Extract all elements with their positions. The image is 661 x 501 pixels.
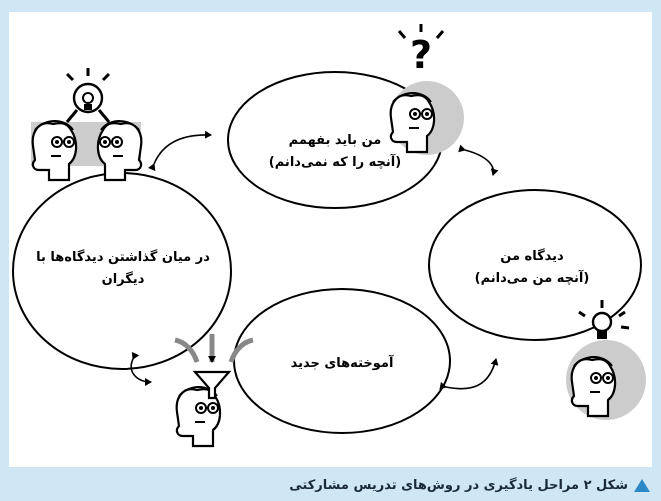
arrow-share-newlearning bbox=[130, 351, 152, 386]
node-share-views-line2: دیگران bbox=[101, 272, 145, 287]
arrow-understand-myview bbox=[458, 144, 499, 176]
node-understand-label: من باید بفهمم (آنچه را که نمی‌دانم) bbox=[249, 130, 421, 174]
node-understand-line2: (آنچه را که نمی‌دانم) bbox=[268, 155, 402, 170]
node-my-view-label: دیدگاه من (آنچه من می‌دانم) bbox=[457, 246, 607, 290]
diagram-canvas: ? bbox=[9, 12, 652, 467]
node-share-views-line1: در میان گذاشتن دیدگاه‌ها با bbox=[36, 250, 210, 265]
question-head-icon: ? bbox=[389, 24, 464, 155]
funnel-head-icon bbox=[174, 334, 254, 448]
node-new-learning-label: آموخته‌های جدید bbox=[271, 353, 413, 375]
arrow-newlearning-myview bbox=[439, 358, 499, 390]
ellipse-my-view bbox=[428, 189, 642, 341]
node-new-learning-line1: آموخته‌های جدید bbox=[290, 356, 394, 371]
triangle-bullet-icon bbox=[634, 479, 650, 492]
node-my-view-line2: (آنچه من می‌دانم) bbox=[474, 271, 590, 286]
arrow-share-understand bbox=[147, 130, 212, 172]
node-share-views-label: در میان گذاشتن دیدگاه‌ها با دیگران bbox=[35, 247, 211, 291]
caption-text: شکل ۲ مراحل یادگیری در روش‌های تدریس مشا… bbox=[289, 478, 628, 493]
cycle-diagram: ? bbox=[12, 24, 646, 448]
figure-caption: شکل ۲ مراحل یادگیری در روش‌های تدریس مشا… bbox=[9, 470, 652, 501]
node-my-view-line1: دیدگاه من bbox=[500, 249, 564, 264]
svg-text:?: ? bbox=[410, 33, 432, 77]
two-heads-lightbulb-icon bbox=[31, 68, 143, 182]
node-understand-line1: من باید بفهمم bbox=[288, 133, 382, 148]
lightbulb-head-icon bbox=[566, 300, 646, 420]
